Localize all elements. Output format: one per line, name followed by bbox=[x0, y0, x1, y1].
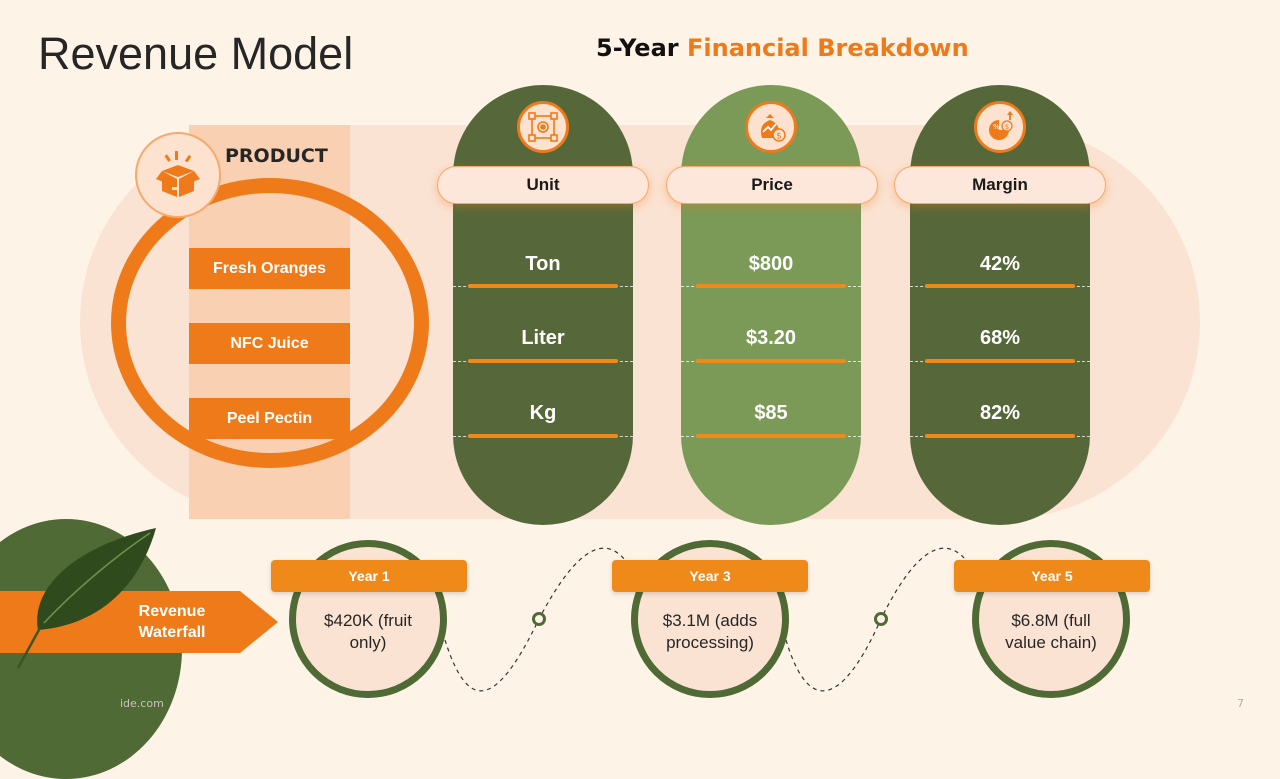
orange-bar bbox=[925, 359, 1075, 363]
orange-bar bbox=[696, 434, 846, 438]
subtitle-accent: Financial Breakdown bbox=[686, 34, 969, 62]
unit-cell-3: Kg bbox=[529, 402, 557, 424]
margin-cell-3: 82% bbox=[979, 402, 1021, 424]
unit-cell-1: Ton bbox=[525, 253, 561, 275]
unit-column bbox=[453, 85, 633, 525]
subtitle-prefix: 5-Year bbox=[596, 34, 679, 62]
timeline-node bbox=[874, 612, 888, 626]
money-bag-icon: $ bbox=[745, 101, 797, 153]
margin-header: Margin bbox=[894, 166, 1106, 204]
page-subtitle: 5-Year Financial Breakdown bbox=[596, 34, 969, 62]
product-item-fresh-oranges[interactable]: Fresh Oranges bbox=[189, 248, 350, 289]
timeline-node bbox=[532, 612, 546, 626]
year-3-tag: Year 3 bbox=[612, 560, 808, 592]
product-item-nfc-juice[interactable]: NFC Juice bbox=[189, 323, 350, 364]
unit-header: Unit bbox=[437, 166, 649, 204]
orange-bar bbox=[468, 434, 618, 438]
price-cell-3: $85 bbox=[754, 402, 788, 424]
price-header: Price bbox=[666, 166, 878, 204]
margin-cell-2: 68% bbox=[979, 327, 1021, 349]
year-1-text: $420K (fruit only) bbox=[324, 611, 412, 652]
page-number: 7 bbox=[1237, 697, 1244, 710]
orange-bar bbox=[696, 359, 846, 363]
margin-cell-1: 42% bbox=[979, 253, 1021, 275]
product-item-peel-pectin[interactable]: Peel Pectin bbox=[189, 398, 350, 439]
page-title: Revenue Model bbox=[38, 28, 354, 79]
workflow-icon bbox=[517, 101, 569, 153]
orange-bar bbox=[696, 284, 846, 288]
year-1-tag: Year 1 bbox=[271, 560, 467, 592]
svg-text:%: % bbox=[993, 123, 1000, 131]
year-5-tag: Year 5 bbox=[954, 560, 1150, 592]
price-cell-2: $3.20 bbox=[745, 327, 797, 349]
box-icon bbox=[135, 132, 221, 218]
margin-column bbox=[910, 85, 1090, 525]
price-cell-1: $800 bbox=[748, 253, 794, 275]
growth-chart-icon: % $ bbox=[974, 101, 1026, 153]
product-label: PRODUCT bbox=[225, 145, 328, 167]
orange-bar bbox=[468, 359, 618, 363]
orange-bar bbox=[925, 284, 1075, 288]
year-5-text: $6.8M (full value chain) bbox=[1005, 611, 1097, 652]
leaf-icon bbox=[16, 528, 156, 669]
price-column bbox=[681, 85, 861, 525]
svg-text:$: $ bbox=[776, 132, 782, 142]
revenue-waterfall-label: Revenue Waterfall bbox=[138, 603, 206, 641]
year-3-text: $3.1M (adds processing) bbox=[662, 611, 758, 652]
footer-site: ide.com bbox=[120, 697, 164, 710]
orange-bar bbox=[925, 434, 1075, 438]
svg-text:$: $ bbox=[1005, 123, 1009, 131]
unit-cell-2: Liter bbox=[521, 327, 565, 349]
orange-bar bbox=[468, 284, 618, 288]
